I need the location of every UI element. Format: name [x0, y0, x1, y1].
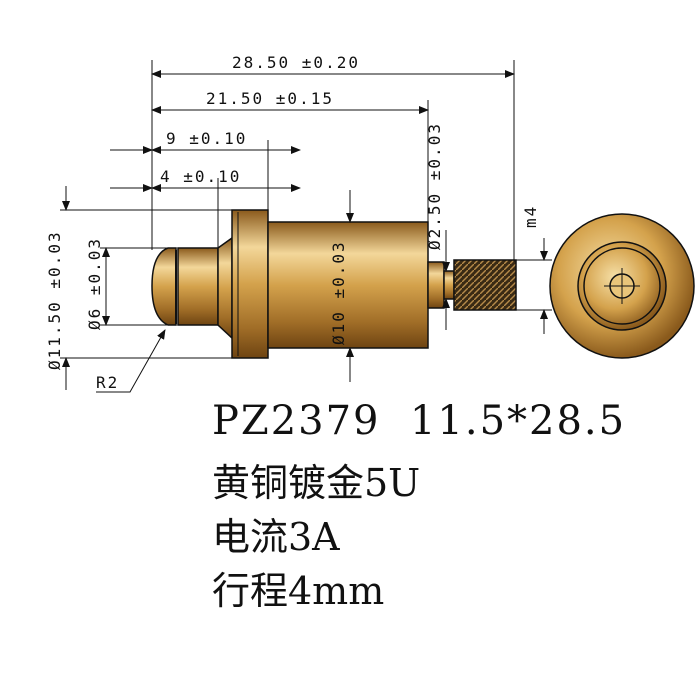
neck — [427, 261, 445, 309]
spec-material: 黄铜镀金5U — [212, 461, 421, 505]
flange — [231, 209, 269, 359]
pogo-pin-side-view — [151, 209, 517, 359]
pin — [443, 270, 455, 300]
dim-plunger-length: 4 ±0.10 — [160, 167, 241, 186]
spec-stroke: 行程4mm — [212, 569, 385, 613]
pogo-pin-end-view — [549, 213, 695, 359]
part-number-line: PZ2379 11.5*28.5 — [212, 398, 626, 444]
dim-pin-diameter: Ø2.50 ±0.03 — [425, 122, 444, 250]
plunger-shaft — [177, 247, 219, 326]
dim-plunger-diameter: Ø6 ±0.03 — [85, 237, 104, 330]
thread — [453, 259, 517, 311]
dimension-lines — [60, 60, 552, 393]
dim-body-diameter: Ø10 ±0.03 — [329, 240, 348, 345]
dim-thread: m4 — [521, 205, 540, 228]
spec-current: 电流3A — [212, 515, 340, 559]
technical-drawing: 28.50 ±0.20 21.50 ±0.15 9 ±0.10 4 ±0.10 … — [45, 53, 695, 393]
dim-overall-length: 28.50 ±0.20 — [232, 53, 360, 72]
dim-flange-position: 9 ±0.10 — [166, 129, 247, 148]
dim-body-length: 21.50 ±0.15 — [206, 89, 334, 108]
dim-tip-radius: R2 — [96, 373, 119, 392]
body — [267, 221, 429, 349]
plunger-tip — [151, 247, 177, 326]
part-number: PZ2379 — [212, 398, 381, 444]
part-size: 11.5*28.5 — [409, 398, 627, 444]
dim-flange-diameter: Ø11.50 ±0.03 — [45, 230, 64, 370]
